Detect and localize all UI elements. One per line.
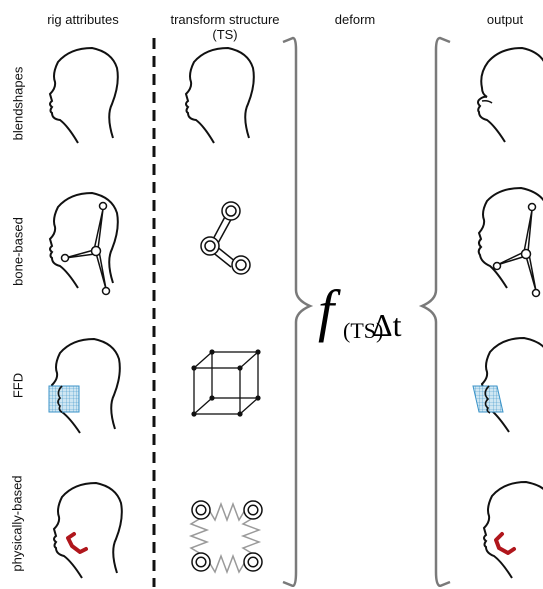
ts-lattice-cube-icon [191, 349, 261, 417]
output-head-blendshapes [477, 46, 543, 143]
head-icon-blendshapes [48, 46, 119, 144]
header-transform-structure: transform structure (TS) [170, 12, 280, 42]
output-head-bone-based [477, 186, 543, 298]
header-rig-attributes: rig attributes [47, 12, 119, 27]
formula-delta-t: Δt [372, 307, 402, 343]
head-icon-ffd [48, 337, 121, 434]
formula-subscript: (TS) [343, 318, 383, 343]
ts-spring-mass-icon [188, 500, 263, 575]
ts-bone-chain-icon [200, 201, 251, 275]
ts-head-icon [184, 46, 255, 144]
head-icon-physically-based [52, 481, 123, 579]
right-curly-brace [418, 36, 451, 587]
header-deform: deform [334, 12, 376, 27]
formula-symbol: f [318, 278, 341, 343]
head-icon-bone-based [48, 191, 119, 296]
output-head-ffd [472, 336, 543, 433]
left-curly-brace [282, 36, 314, 587]
output-head-physically-based [482, 480, 543, 579]
header-output: output [486, 12, 524, 27]
